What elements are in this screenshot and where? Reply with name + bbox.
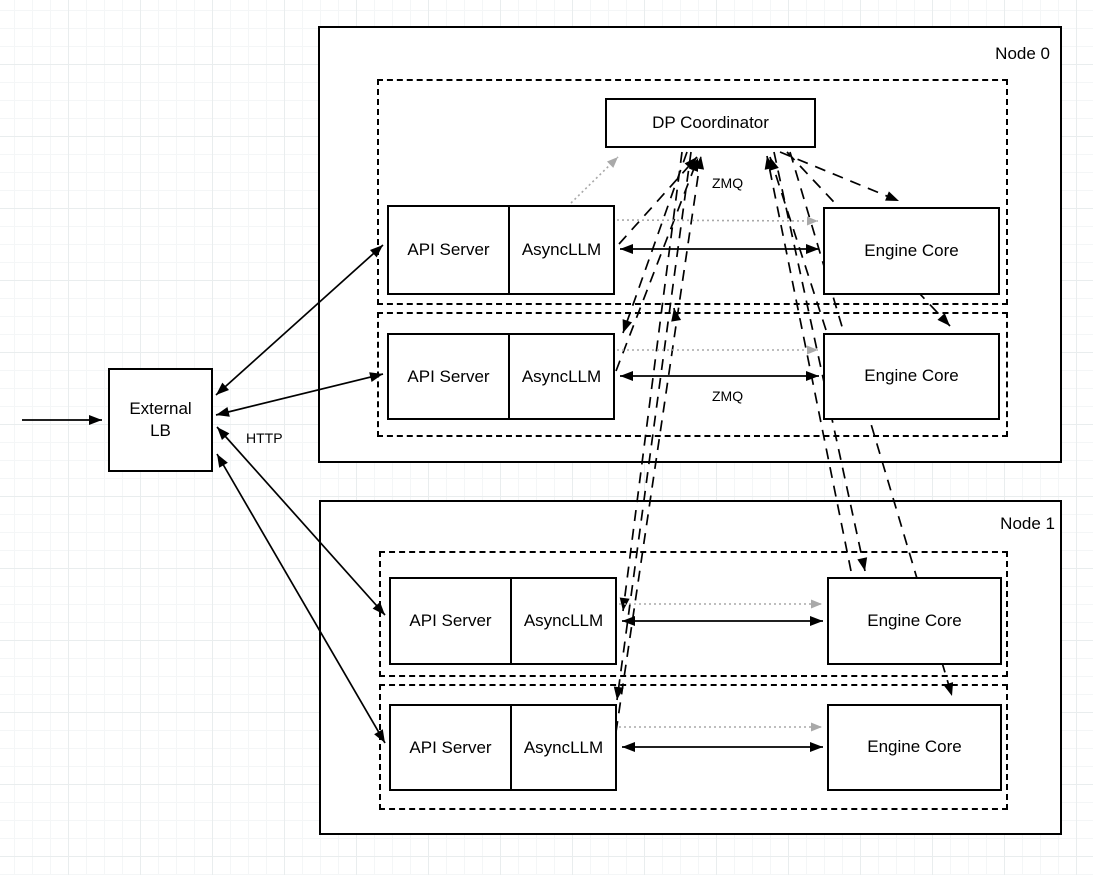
engine-core-label: Engine Core (867, 737, 962, 757)
dp-coordinator-box: DP Coordinator (605, 98, 816, 148)
external-lb-label-line1: External (129, 398, 192, 418)
node0-rank1-engine-core-box: Engine Core (823, 333, 1000, 420)
zmq-label-row2: ZMQ (712, 388, 744, 404)
http-label: HTTP (246, 430, 283, 446)
node0-rank1-api-async-box: API Server AsyncLLM (387, 333, 615, 420)
node1-rank1-api-async-box: API Server AsyncLLM (389, 704, 617, 791)
api-server-label: API Server (409, 737, 492, 757)
api-server-label: API Server (407, 366, 490, 386)
engine-core-label: Engine Core (864, 366, 959, 386)
asyncllm-label: AsyncLLM (508, 335, 613, 418)
node1-rank0-engine-core-box: Engine Core (827, 577, 1002, 665)
zmq-to-coordinator-arrows (615, 155, 852, 733)
coordinator-to-async-arrows (613, 151, 692, 701)
node1-rank1-group (379, 684, 1008, 810)
zmq-label-top: ZMQ (712, 175, 744, 191)
asyncllm-label: AsyncLLM (510, 579, 615, 663)
asyncllm-label: AsyncLLM (508, 207, 613, 293)
api-server-label: API Server (407, 240, 490, 259)
node1-rank1-engine-core-box: Engine Core (827, 704, 1002, 791)
api-server-label: API Server (409, 611, 492, 630)
node0-rank0-group (377, 79, 1008, 305)
engine-core-label: Engine Core (864, 240, 959, 260)
external-lb-box: External LB (108, 368, 213, 472)
zmq-mid-arrowhead (671, 307, 682, 322)
node1-label: Node 1 (1000, 514, 1055, 533)
external-lb-label-line2: LB (150, 421, 171, 440)
node0-label: Node 0 (995, 44, 1050, 63)
asyncllm-label: AsyncLLM (510, 706, 615, 789)
dp-coordinator-label: DP Coordinator (652, 112, 769, 132)
node0-rank0-engine-core-box: Engine Core (823, 207, 1000, 295)
node1-rank0-api-async-box: API Server AsyncLLM (389, 577, 617, 665)
http-arrows (22, 244, 386, 744)
node0-rank0-api-async-box: API Server AsyncLLM (387, 205, 615, 295)
engine-core-label: Engine Core (867, 610, 962, 630)
gray-dotted-arrows (570, 156, 822, 732)
